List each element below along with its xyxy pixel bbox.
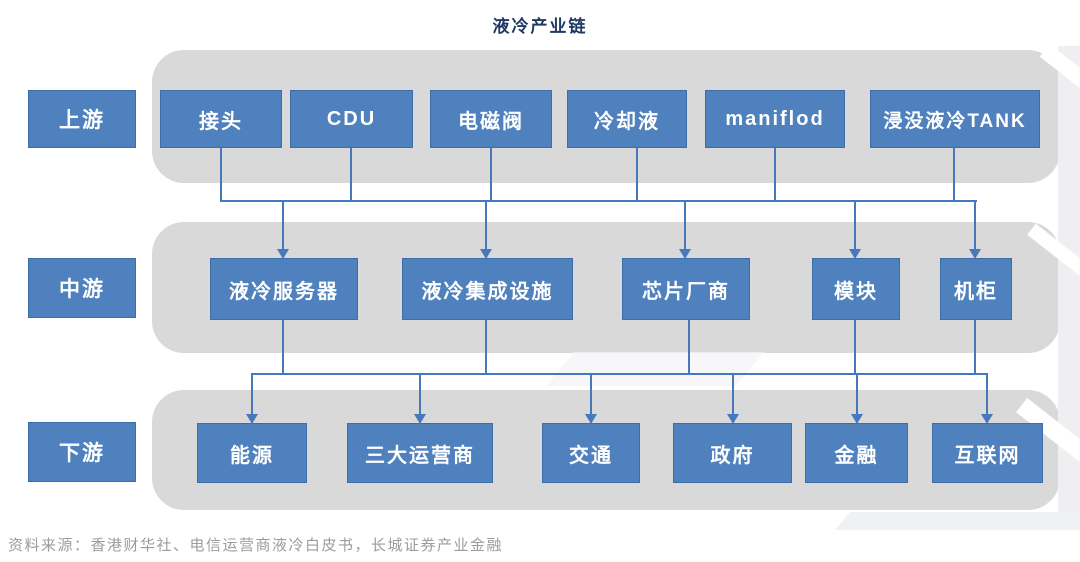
arrow-down-icon <box>981 414 993 424</box>
downstream-node-energy: 能源 <box>197 423 307 483</box>
upstream-node-cdu: CDU <box>290 90 413 148</box>
diagram-title: 液冷产业链 <box>492 17 588 37</box>
arrow-down-icon <box>246 414 258 424</box>
connector-line <box>282 202 284 249</box>
connector-line <box>485 202 487 249</box>
midstream-node-cabinet: 机柜 <box>940 258 1012 320</box>
downstream-node-transportation: 交通 <box>542 423 640 483</box>
tier-label-downstream: 下游 <box>28 422 136 482</box>
downstream-node-government: 政府 <box>673 423 792 483</box>
source-note: 资料来源：香港财华社、电信运营商液冷白皮书，长城证券产业金融 <box>8 536 504 554</box>
downstream-node-telecom-operators: 三大运营商 <box>347 423 493 483</box>
connector-line <box>732 375 734 414</box>
connector-line <box>636 148 638 201</box>
connector-line <box>419 375 421 414</box>
connector-line <box>688 320 690 374</box>
connector-line <box>854 202 856 249</box>
connector-line <box>350 148 352 201</box>
connector-line <box>220 148 222 201</box>
connector-line <box>974 202 976 249</box>
connector-line <box>251 375 253 414</box>
bottom-watermark-stripe <box>835 512 1080 530</box>
right-edge-watermark <box>1058 46 1080 512</box>
arrow-down-icon <box>277 249 289 259</box>
connector-line <box>485 320 487 374</box>
connector-line <box>774 148 776 201</box>
connector-line <box>953 148 955 201</box>
arrow-down-icon <box>969 249 981 259</box>
upstream-node-coolant: 冷却液 <box>567 90 687 148</box>
arrow-down-icon <box>480 249 492 259</box>
arrow-down-icon <box>849 249 861 259</box>
connector-line <box>490 148 492 201</box>
connector-line <box>856 375 858 414</box>
downstream-node-finance: 金融 <box>805 423 908 483</box>
connector-line <box>986 375 988 414</box>
tier-label-upstream: 上游 <box>28 90 136 148</box>
upstream-node-manifold: maniflod <box>705 90 845 148</box>
upstream-node-solenoid-valve: 电磁阀 <box>430 90 552 148</box>
connector-line <box>974 320 976 374</box>
arrow-down-icon <box>679 249 691 259</box>
arrow-down-icon <box>414 414 426 424</box>
midstream-node-module: 模块 <box>812 258 900 320</box>
upstream-node-immersion-tank: 浸没液冷TANK <box>870 90 1040 148</box>
arrow-down-icon <box>727 414 739 424</box>
upstream-node-connector: 接头 <box>160 90 282 148</box>
midstream-node-chip-maker: 芯片厂商 <box>622 258 750 320</box>
tier-label-midstream: 中游 <box>28 258 136 318</box>
downstream-node-internet: 互联网 <box>932 423 1043 483</box>
arrow-down-icon <box>851 414 863 424</box>
connector-line <box>854 320 856 374</box>
connector-line <box>590 375 592 414</box>
connector-bus-upper <box>220 200 977 202</box>
midstream-node-integration-facility: 液冷集成设施 <box>402 258 573 320</box>
midstream-node-liquid-cooled-server: 液冷服务器 <box>210 258 358 320</box>
connector-bus-lower <box>251 373 988 375</box>
connector-line <box>282 320 284 374</box>
arrow-down-icon <box>585 414 597 424</box>
connector-line <box>684 202 686 249</box>
